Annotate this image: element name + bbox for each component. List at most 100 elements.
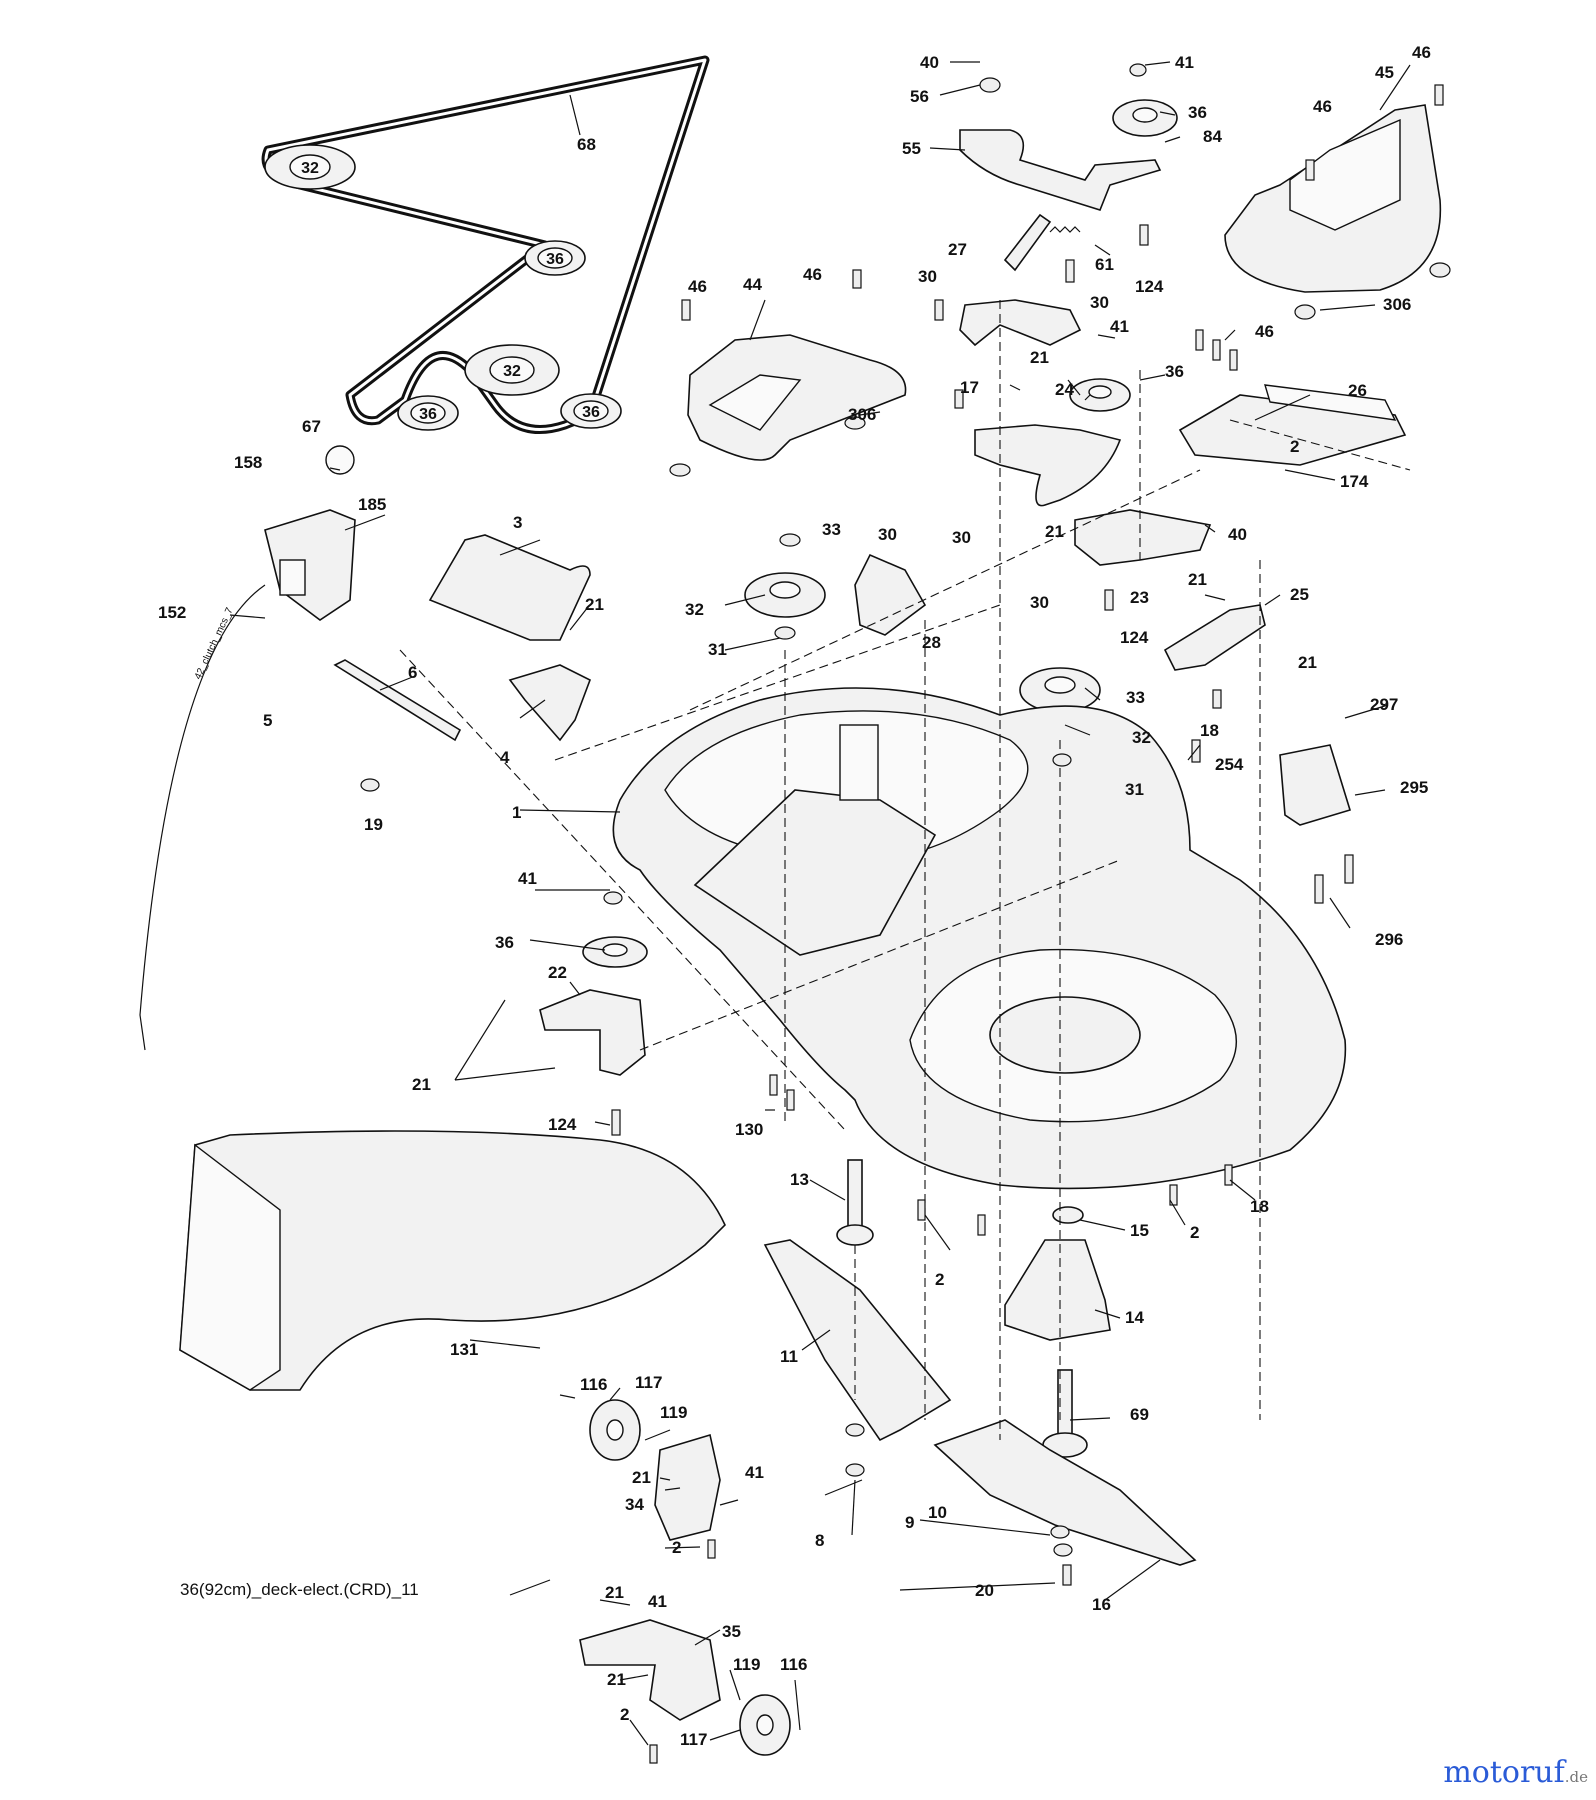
callout-55: 55 (902, 139, 921, 158)
callout-21: 21 (1030, 348, 1049, 367)
callout-2: 2 (935, 1270, 944, 1289)
callout-32: 32 (685, 600, 704, 619)
callout-124: 124 (1135, 277, 1164, 296)
callout-23: 23 (1130, 588, 1149, 607)
callout-254: 254 (1215, 755, 1244, 774)
callout-28: 28 (922, 633, 941, 652)
callout-36: 36 (495, 933, 514, 952)
callout-36: 36 (1165, 362, 1184, 381)
callout-46: 46 (1313, 97, 1332, 116)
assembly-guide-lines (399, 300, 1411, 1440)
callout-16: 16 (1092, 1595, 1111, 1614)
callout-2: 2 (672, 1538, 681, 1557)
fasteners (360, 84, 1444, 1764)
callout-31: 31 (1125, 780, 1144, 799)
callout-2: 2 (1290, 437, 1299, 456)
callout-21: 21 (605, 1583, 624, 1602)
callout-40: 40 (920, 53, 939, 72)
discharge-chute-131 (179, 1130, 726, 1391)
callout-35: 35 (722, 1622, 741, 1641)
callout-124: 124 (1120, 628, 1149, 647)
belt-cover-left (669, 334, 907, 477)
callout-1: 1 (512, 803, 521, 822)
callout-61: 61 (1095, 255, 1114, 274)
callout-10: 10 (928, 1503, 947, 1522)
callout-21: 21 (585, 595, 604, 614)
callout-46: 46 (803, 265, 822, 284)
callout-31: 31 (708, 640, 727, 659)
callout-4: 4 (500, 748, 510, 767)
callout-22: 22 (548, 963, 567, 982)
callout-306: 306 (1383, 295, 1411, 314)
callout-33: 33 (822, 520, 841, 539)
belt-cover-right (1224, 104, 1451, 320)
callout-18: 18 (1200, 721, 1219, 740)
callout-69: 69 (1130, 1405, 1149, 1424)
pulley-label: 32 (301, 160, 319, 177)
callout-26: 26 (1348, 381, 1367, 400)
callout-131: 131 (450, 1340, 478, 1359)
callout-152: 152 (158, 603, 186, 622)
callout-14: 14 (1125, 1308, 1144, 1327)
callout-25: 25 (1290, 585, 1309, 604)
idler-bracket-25 (1163, 604, 1266, 671)
callout-46: 46 (1412, 43, 1431, 62)
mower-deck-housing (612, 687, 1347, 1190)
callout-119: 119 (733, 1655, 760, 1674)
callout-295: 295 (1400, 778, 1428, 797)
pulley-label: 36 (582, 404, 600, 421)
pulley-label: 36 (419, 406, 437, 423)
callout-21: 21 (1045, 522, 1064, 541)
idler-plate-23 (1074, 509, 1212, 566)
callout-116: 116 (580, 1375, 607, 1394)
callout-46: 46 (688, 277, 707, 296)
callout-117: 117 (635, 1373, 662, 1392)
callout-30: 30 (1090, 293, 1109, 312)
deflector-plate-174 (1178, 384, 1407, 466)
callout-9: 9 (905, 1513, 914, 1532)
callout-33: 33 (1126, 688, 1145, 707)
callout-30: 30 (918, 267, 937, 286)
idler-bracket-24 (974, 378, 1131, 507)
cable-label: 42_clutch_mcs_7 (193, 606, 236, 682)
callout-56: 56 (910, 87, 929, 106)
pulley-32-left (744, 533, 927, 640)
callout-41: 41 (745, 1463, 764, 1482)
callout-41: 41 (1175, 53, 1194, 72)
callout-5: 5 (263, 711, 272, 730)
callout-119: 119 (660, 1403, 687, 1422)
watermark-suffix: .de (1564, 1768, 1588, 1786)
callout-46: 46 (1255, 322, 1274, 341)
callout-2: 2 (620, 1705, 629, 1724)
callout-130: 130 (735, 1120, 763, 1139)
callout-15: 15 (1130, 1221, 1149, 1240)
callout-296: 296 (1375, 930, 1403, 949)
callout-30: 30 (878, 525, 897, 544)
callout-21: 21 (1188, 570, 1207, 589)
callout-19: 19 (364, 815, 383, 834)
callout-36: 36 (1188, 103, 1207, 122)
mower-blades (763, 1239, 1197, 1566)
callout-2: 2 (1190, 1223, 1199, 1242)
gauge-wheel-upper (589, 1399, 721, 1541)
callout-84: 84 (1203, 127, 1222, 146)
callout-17: 17 (960, 378, 979, 397)
callout-174: 174 (1340, 472, 1369, 491)
callout-30: 30 (1030, 593, 1049, 612)
callout-21: 21 (632, 1468, 651, 1487)
clutch-bracket-185 (139, 445, 356, 1051)
callout-20: 20 (975, 1581, 994, 1600)
callout-117: 117 (680, 1730, 707, 1749)
callout-68: 68 (577, 135, 596, 154)
callout-27: 27 (948, 240, 967, 259)
shield-295 (1279, 744, 1352, 826)
callout-158: 158 (234, 453, 262, 472)
gauge-wheel-lower (579, 1619, 791, 1756)
idler-bracket-27 (959, 213, 1082, 347)
pulley-label: 32 (503, 363, 521, 380)
callout-8: 8 (815, 1531, 824, 1550)
callout-21: 21 (607, 1670, 626, 1689)
callout-306: 306 (848, 405, 876, 424)
